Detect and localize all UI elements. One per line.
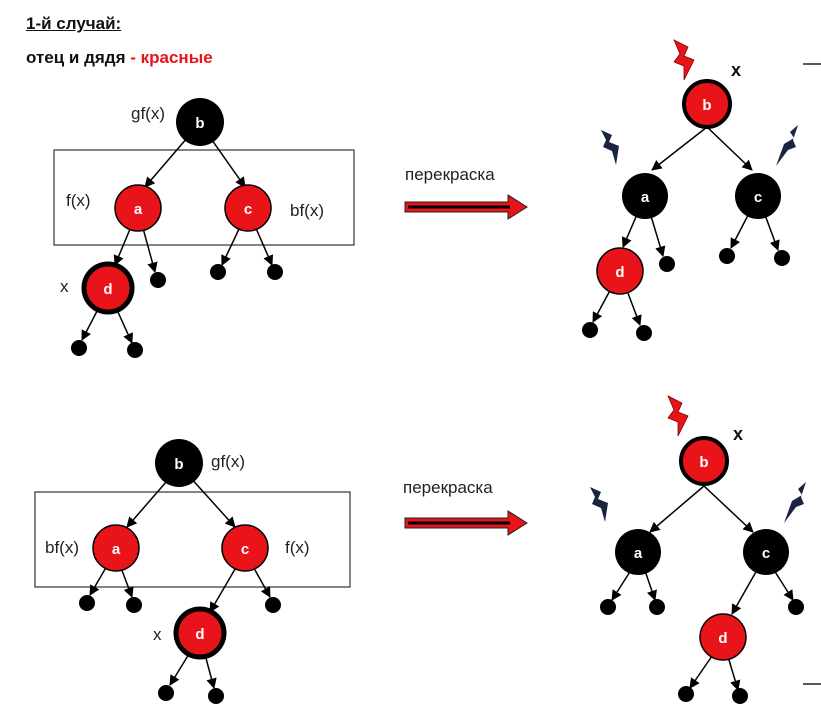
lightning-icon <box>784 482 806 523</box>
node-b <box>155 439 203 487</box>
node-a <box>615 529 661 575</box>
recolor-arrow-bottom: перекраска <box>403 478 528 536</box>
label-bf: bf(x) <box>290 201 324 220</box>
edge <box>706 126 753 171</box>
node-c <box>224 184 272 232</box>
label-x: x <box>60 277 69 296</box>
edge <box>703 485 754 533</box>
nil-leaf <box>582 322 598 338</box>
nil-leaf <box>788 599 804 615</box>
recolor-arrow-top: перекраска <box>404 165 528 220</box>
node-d <box>81 261 135 315</box>
nil-leaf <box>127 342 143 358</box>
nil-leaf <box>126 597 142 613</box>
subtitle-accent: - красные <box>130 48 213 67</box>
node-c-label: c <box>244 201 252 218</box>
node-b-label: b <box>174 456 183 473</box>
label-x: x <box>153 625 162 644</box>
label-bf: bf(x) <box>45 538 79 557</box>
nil-leaf <box>265 597 281 613</box>
node-d <box>699 613 747 661</box>
node-c-label: c <box>241 541 249 558</box>
node-d-label: d <box>718 630 727 647</box>
nil-leaf <box>659 256 675 272</box>
label-x: x <box>733 424 743 444</box>
nil-leaf <box>208 688 224 704</box>
nil-leaf <box>774 250 790 266</box>
node-c <box>743 529 789 575</box>
tree-top-after: b a c d x <box>582 39 821 341</box>
parent-uncle-box <box>34 491 351 588</box>
case-subtitle: отец и дядя - красные <box>26 48 213 68</box>
node-a-label: a <box>112 541 121 558</box>
lightning-icon <box>601 130 619 165</box>
tree-top-before: b a c d gf(x) f(x) bf(x) x <box>53 98 355 358</box>
node-d <box>596 247 644 295</box>
nil-leaf <box>732 688 748 704</box>
node-a-label: a <box>634 545 643 562</box>
nil-leaf <box>678 686 694 702</box>
node-b <box>682 79 732 129</box>
arrow-caption: перекраска <box>405 165 495 184</box>
nil-leaf <box>600 599 616 615</box>
edge <box>649 485 705 533</box>
node-c <box>735 173 781 219</box>
node-b <box>679 436 729 486</box>
edge <box>651 126 708 171</box>
node-b-label: b <box>195 115 204 132</box>
node-d-label: d <box>195 626 204 643</box>
node-c <box>221 524 269 572</box>
node-a <box>92 524 140 572</box>
node-a-label: a <box>134 201 143 218</box>
tree-bottom-after: b a c d x <box>590 395 821 704</box>
nil-leaf <box>719 248 735 264</box>
lightning-icon <box>776 125 798 166</box>
nil-leaf <box>636 325 652 341</box>
nil-leaf <box>71 340 87 356</box>
node-a-label: a <box>641 189 650 206</box>
nil-leaf <box>158 685 174 701</box>
nil-leaf <box>267 264 283 280</box>
lightning-icon <box>673 39 695 81</box>
label-gf: gf(x) <box>211 452 245 471</box>
label-gf: gf(x) <box>131 104 165 123</box>
node-d <box>173 606 227 660</box>
node-b-label: b <box>699 454 708 471</box>
tree-bottom-before: b a c d gf(x) bf(x) f(x) x <box>34 439 351 704</box>
subtitle-main: отец и дядя <box>26 48 126 67</box>
arrow-caption: перекраска <box>403 478 493 497</box>
nil-leaf <box>649 599 665 615</box>
node-d-label: d <box>103 281 112 298</box>
node-a <box>622 173 668 219</box>
node-b <box>176 98 224 146</box>
label-x: x <box>731 60 741 80</box>
lightning-icon <box>667 395 689 437</box>
parent-uncle-box <box>53 149 355 246</box>
node-d-label: d <box>615 264 624 281</box>
node-b-label: b <box>702 97 711 114</box>
nil-leaf <box>210 264 226 280</box>
node-a <box>114 184 162 232</box>
nil-leaf <box>150 272 166 288</box>
label-f: f(x) <box>285 538 310 557</box>
nil-leaf <box>79 595 95 611</box>
node-c-label: c <box>762 545 770 562</box>
label-f: f(x) <box>66 191 91 210</box>
lightning-icon <box>590 487 608 522</box>
case-title: 1-й случай: <box>26 14 122 33</box>
node-c-label: c <box>754 189 762 206</box>
